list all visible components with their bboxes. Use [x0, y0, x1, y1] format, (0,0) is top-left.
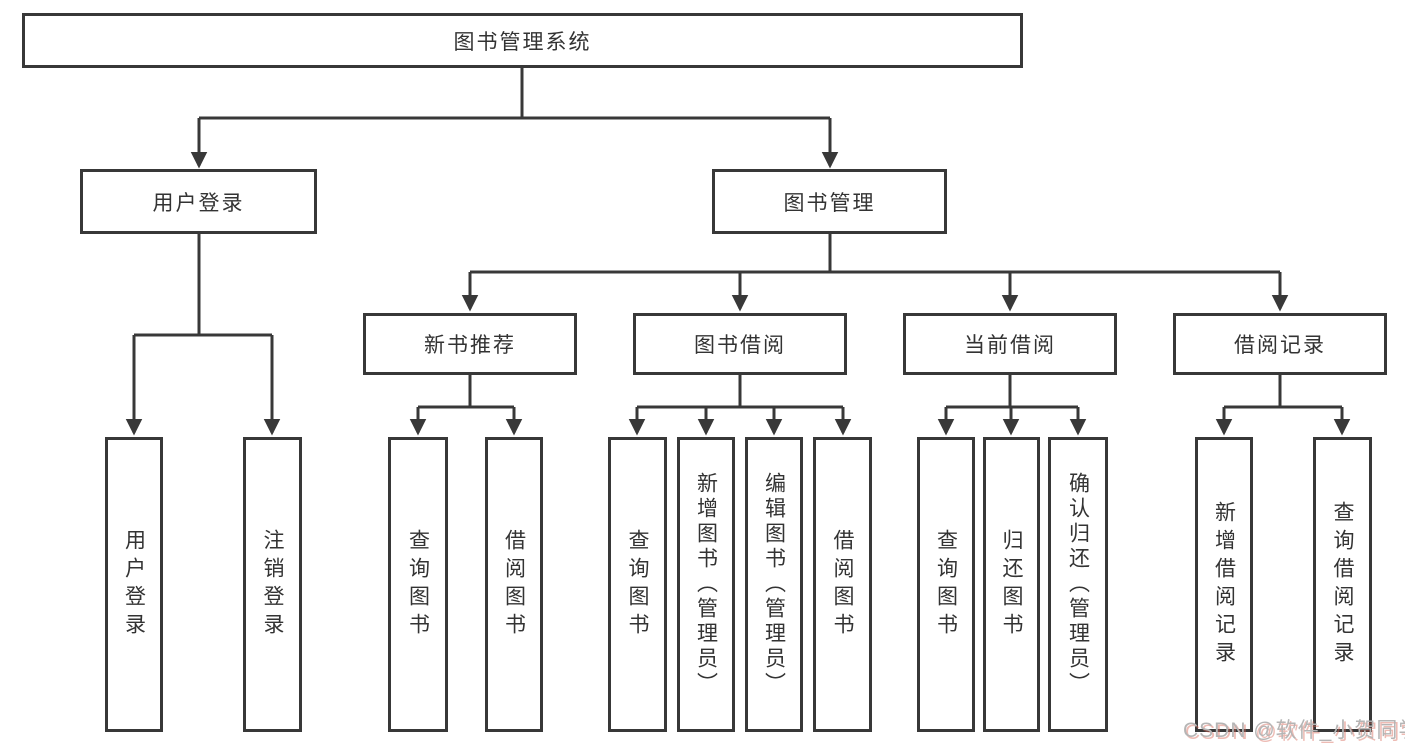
- leaf-bb-add-books-admin-label: 新增图书（管理员）: [694, 472, 718, 697]
- node-user-login-label: 用户登录: [152, 191, 245, 215]
- leaf-bb-query-books: 查询图书: [608, 437, 667, 732]
- leaf-user-login-label: 用户登录: [122, 528, 146, 641]
- leaf-cb-return-books: 归还图书: [983, 437, 1040, 732]
- node-book-borrowing-label: 图书借阅: [694, 334, 786, 357]
- node-user-login: 用户登录: [80, 169, 317, 234]
- leaf-br-query-record-label: 查询借阅记录: [1331, 500, 1354, 669]
- leaf-cb-confirm-return-admin-label: 确认归还（管理员）: [1066, 472, 1090, 697]
- leaf-bb-borrow-books-label: 借阅图书: [831, 528, 854, 641]
- leaf-br-add-record-label: 新增借阅记录: [1212, 500, 1236, 669]
- node-borrow-records-label: 借阅记录: [1234, 334, 1326, 357]
- leaf-bb-edit-books-admin: 编辑图书（管理员）: [745, 437, 803, 732]
- leaf-bb-query-books-label: 查询图书: [626, 528, 649, 641]
- node-current-borrowing: 当前借阅: [903, 313, 1117, 375]
- leaf-nbr-query-books: 查询图书: [388, 437, 448, 732]
- leaf-nbr-borrow-books: 借阅图书: [485, 437, 543, 732]
- node-book-borrowing: 图书借阅: [633, 313, 847, 375]
- node-new-book-recommend: 新书推荐: [363, 313, 577, 375]
- node-root: 图书管理系统: [22, 13, 1023, 68]
- leaf-bb-edit-books-admin-label: 编辑图书（管理员）: [762, 472, 786, 697]
- leaf-cb-query-books-label: 查询图书: [934, 528, 958, 641]
- leaf-cb-confirm-return-admin: 确认归还（管理员）: [1048, 437, 1108, 732]
- leaf-br-query-record: 查询借阅记录: [1313, 437, 1372, 732]
- leaf-cb-return-books-label: 归还图书: [1000, 528, 1023, 641]
- csdn-watermark: CSDN @软件_小贺同学: [1183, 719, 1405, 742]
- node-new-book-recommend-label: 新书推荐: [424, 334, 516, 357]
- node-book-management-label: 图书管理: [783, 191, 876, 215]
- leaf-bb-add-books-admin: 新增图书（管理员）: [677, 437, 735, 732]
- leaf-user-login: 用户登录: [105, 437, 163, 732]
- node-current-borrowing-label: 当前借阅: [964, 334, 1056, 357]
- node-book-management: 图书管理: [712, 169, 947, 234]
- node-borrow-records: 借阅记录: [1173, 313, 1387, 375]
- leaf-logout-label: 注销登录: [261, 528, 284, 641]
- leaf-nbr-borrow-books-label: 借阅图书: [502, 528, 526, 641]
- leaf-bb-borrow-books: 借阅图书: [813, 437, 872, 732]
- node-root-label: 图书管理系统: [453, 30, 592, 54]
- leaf-cb-query-books: 查询图书: [917, 437, 975, 732]
- leaf-nbr-query-books-label: 查询图书: [406, 528, 430, 641]
- leaf-logout: 注销登录: [243, 437, 302, 732]
- leaf-br-add-record: 新增借阅记录: [1195, 437, 1253, 732]
